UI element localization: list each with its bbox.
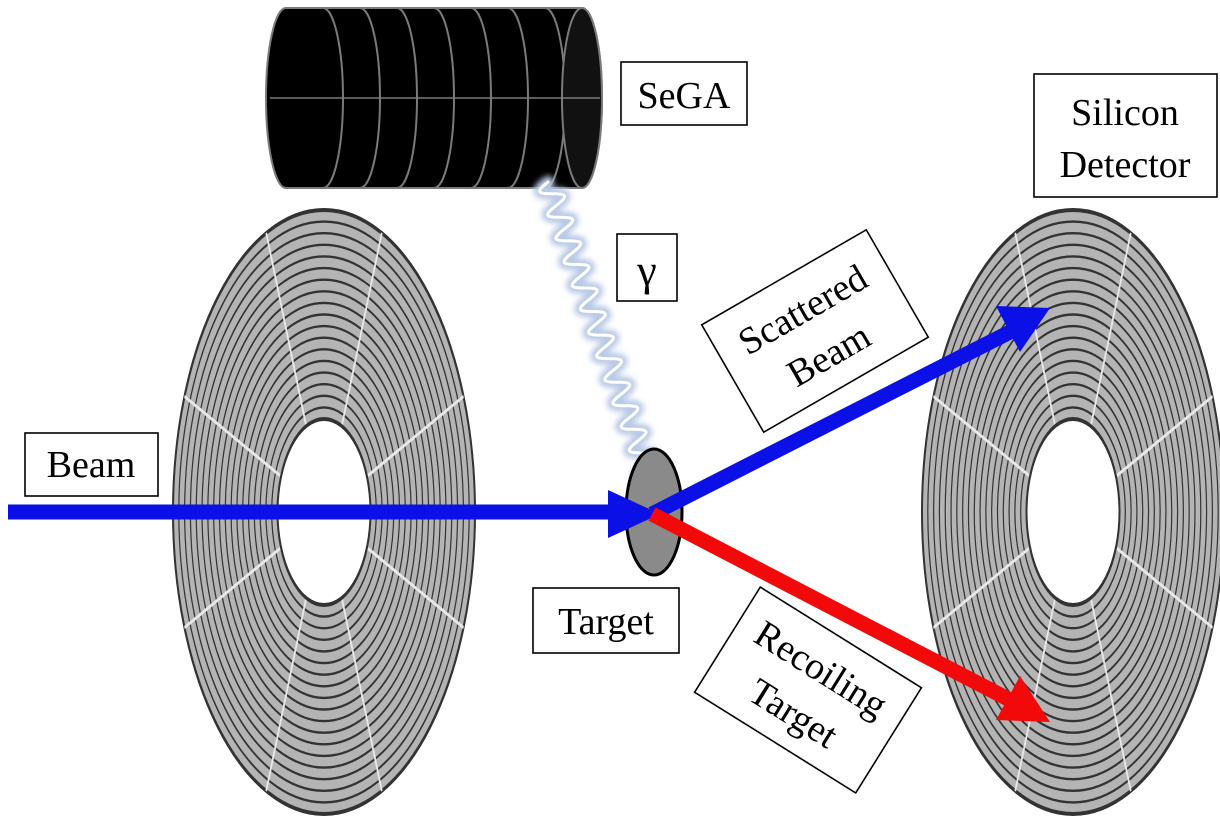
right-detector-ring	[996, 359, 1150, 665]
silicon-label-line1: Silicon	[1071, 92, 1179, 134]
left-detector-sector-divider	[340, 232, 383, 427]
gamma-ray-wave	[538, 180, 664, 502]
silicon-detector-label: Silicon Detector	[1033, 73, 1218, 198]
recoiling-target-arrow	[648, 507, 1050, 722]
sega-detector-array	[265, 7, 603, 189]
right-detector-sector-divider	[1014, 597, 1057, 792]
right-detector-sector-divider	[933, 394, 1031, 479]
left-detector-sector-divider	[265, 232, 308, 427]
left-detector-sector-divider	[366, 545, 464, 630]
right-detector-sector-divider	[1089, 232, 1132, 427]
recoiling-target-label: Recoiling Target	[693, 585, 923, 795]
left-detector-sector-divider	[265, 597, 308, 792]
right-detector-center-hole	[1025, 417, 1121, 607]
scattered-beam-arrow	[648, 306, 1050, 521]
left-detector-sector-divider	[366, 394, 464, 479]
sega-label: SeGA	[620, 61, 748, 126]
right-detector-ring	[991, 348, 1155, 676]
incoming-beam-arrow	[8, 490, 660, 538]
right-detector-ring	[950, 266, 1196, 758]
gamma-label: γ	[616, 233, 678, 302]
right-detector-sector-divider	[1089, 597, 1132, 792]
left-detector-sector-divider	[340, 597, 383, 792]
right-silicon-detector-disk	[921, 208, 1220, 816]
right-detector-ring	[962, 290, 1184, 734]
right-detector-ring	[956, 278, 1190, 746]
gamma-label-text: γ	[636, 246, 656, 295]
right-detector-ring	[1020, 406, 1126, 618]
sega-label-text: SeGA	[638, 75, 731, 117]
target-label-text: Target	[558, 601, 654, 643]
right-detector-ring	[979, 324, 1167, 700]
right-detector-ring	[967, 301, 1179, 723]
scattered-beam-label: Scattered Beam	[700, 228, 930, 434]
right-detector-sector-divider	[1115, 394, 1213, 479]
silicon-label-line2: Detector	[1060, 144, 1191, 186]
right-detector-ring	[933, 232, 1213, 792]
right-detector-ring	[1014, 394, 1132, 630]
right-detector-ring	[944, 255, 1202, 769]
right-detector-sector-divider	[1115, 545, 1213, 630]
target-label: Target	[532, 587, 680, 654]
right-detector-ring	[985, 336, 1161, 688]
right-detector-ring	[938, 243, 1208, 781]
right-detector-ring	[973, 313, 1173, 711]
right-detector-ring	[927, 220, 1219, 804]
right-detector-sector-divider	[933, 545, 1031, 630]
left-detector-sector-divider	[184, 394, 282, 479]
left-detector-sector-divider	[184, 545, 282, 630]
beam-label: Beam	[24, 432, 159, 497]
gamma-ray	[533, 176, 669, 506]
right-detector-ring	[1002, 371, 1144, 653]
beam-label-text: Beam	[47, 444, 136, 486]
right-detector-ring	[1008, 382, 1138, 642]
